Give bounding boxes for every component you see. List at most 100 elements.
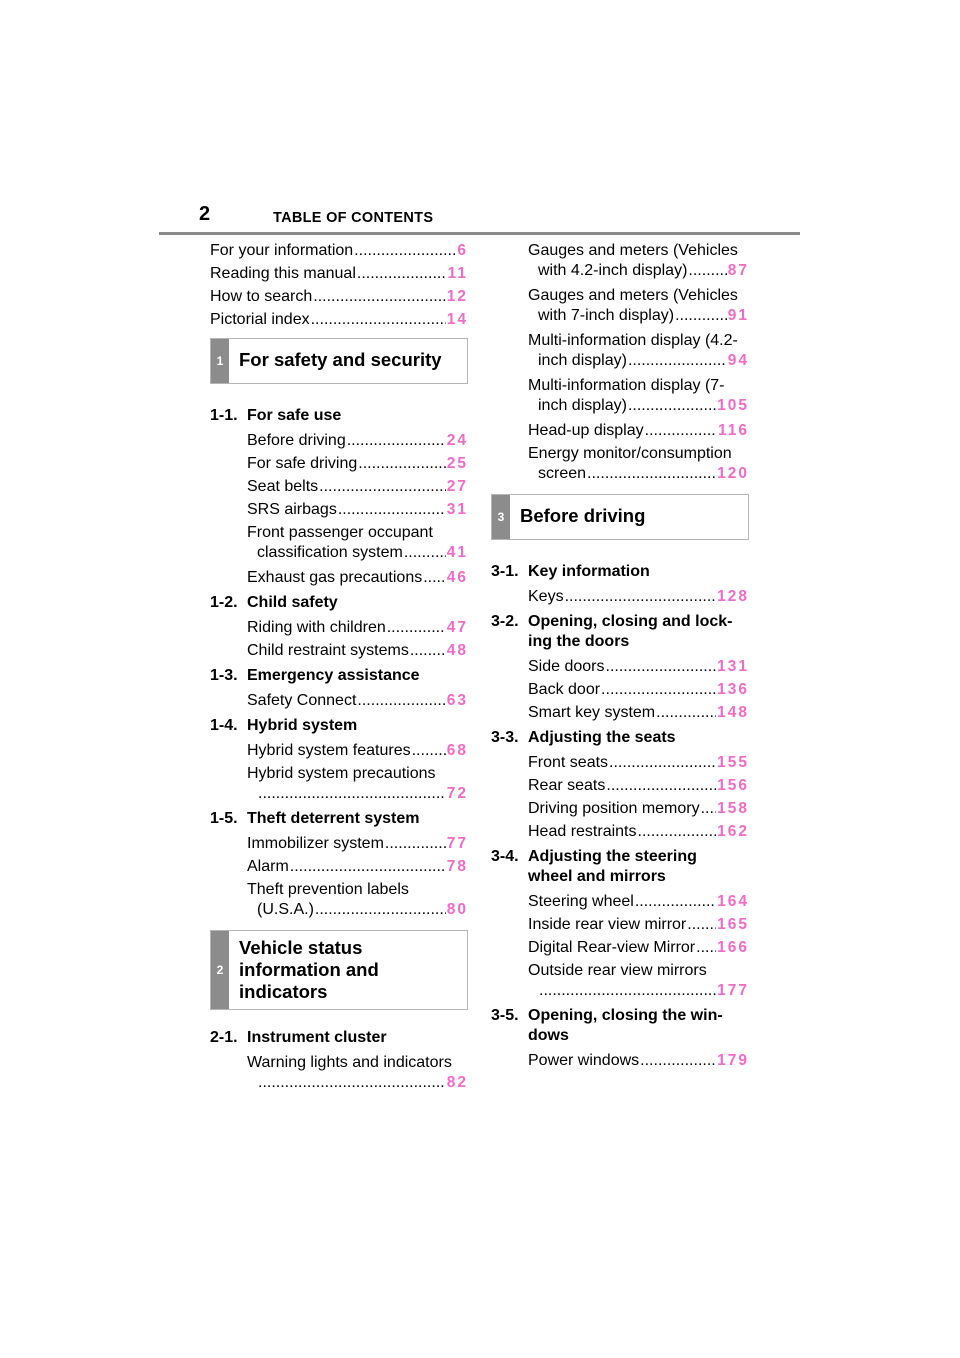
toc-entry[interactable]: Driving position memory158 xyxy=(528,799,749,819)
page-link[interactable]: 46 xyxy=(446,569,468,586)
toc-entry[interactable]: Immobilizer system77 xyxy=(247,834,468,854)
toc-entry[interactable]: Reading this manual11 xyxy=(210,264,468,284)
page-link[interactable]: 164 xyxy=(717,893,749,910)
page-link[interactable]: 80 xyxy=(446,901,468,918)
toc-entry[interactable]: Gauges and meters (Vehicles with 7-inch … xyxy=(491,286,749,326)
chapter-title: For safety and security xyxy=(239,349,442,370)
chapter-title: Before driving xyxy=(520,505,646,526)
page-link[interactable]: 158 xyxy=(717,800,749,817)
toc-entry[interactable]: How to search12 xyxy=(210,287,468,307)
page-link[interactable]: 128 xyxy=(717,588,749,605)
toc-entry[interactable]: Steering wheel164 xyxy=(528,892,749,912)
section-heading[interactable]: 1-2.Child safety xyxy=(210,594,338,611)
page-link[interactable]: 14 xyxy=(446,311,468,328)
section-heading[interactable]: 1-4.Hybrid system xyxy=(210,717,358,734)
page-number: 2 xyxy=(199,203,211,225)
toc-entry[interactable]: Energy monitor/consumption screen120 xyxy=(491,444,749,484)
page-link[interactable]: 94 xyxy=(727,352,749,369)
toc-entry[interactable]: Multi-information display (4.2- inch dis… xyxy=(491,331,749,371)
header-rule xyxy=(159,232,800,235)
toc-entry[interactable]: Hybrid system features68 xyxy=(247,741,468,761)
section-heading[interactable]: 3-2.Opening, closing and lock-ing the do… xyxy=(491,613,733,650)
toc-entry[interactable]: For safe driving25 xyxy=(247,454,468,474)
toc-entry[interactable]: Rear seats156 xyxy=(528,776,749,796)
page-link[interactable]: 48 xyxy=(446,642,468,659)
toc-left-column: For your information6 Reading this manua… xyxy=(210,241,468,1098)
toc-entry[interactable]: SRS airbags31 xyxy=(247,500,468,520)
page-link[interactable]: 12 xyxy=(446,288,468,305)
section-heading[interactable]: 1-1.For safe use xyxy=(210,407,342,424)
page-link[interactable]: 78 xyxy=(446,858,468,875)
toc-entry[interactable]: Digital Rear-view Mirror166 xyxy=(528,938,749,958)
section-heading[interactable]: 1-3.Emergency assistance xyxy=(210,667,420,684)
toc-entry[interactable]: Head-up display116 xyxy=(528,421,749,441)
toc-entry[interactable]: Inside rear view mirror165 xyxy=(528,915,749,935)
toc-entry[interactable]: Pictorial index14 xyxy=(210,310,468,330)
page-link[interactable]: 148 xyxy=(717,704,749,721)
page-link[interactable]: 77 xyxy=(446,835,468,852)
section-heading[interactable]: 3-1.Key information xyxy=(491,563,650,580)
toc-right-column: Gauges and meters (Vehicles with 4.2-inc… xyxy=(491,241,749,1074)
page-link[interactable]: 120 xyxy=(717,465,749,482)
chapter-number-tab: 3 xyxy=(492,495,510,539)
page-link[interactable]: 162 xyxy=(717,823,749,840)
page-link[interactable]: 31 xyxy=(446,501,468,518)
toc-entry[interactable]: Alarm78 xyxy=(247,857,468,877)
page-link[interactable]: 82 xyxy=(446,1074,468,1091)
chapter-title: Vehicle status information and indicator… xyxy=(239,937,379,1002)
toc-entry[interactable]: Outside rear view mirrors 177 xyxy=(491,961,749,1001)
chapter-2-box[interactable]: 2 Vehicle status information and indicat… xyxy=(210,930,468,1010)
page-link[interactable]: 63 xyxy=(446,692,468,709)
page-link[interactable]: 68 xyxy=(446,742,468,759)
page-link[interactable]: 72 xyxy=(446,785,468,802)
page-link[interactable]: 11 xyxy=(447,265,468,282)
section-heading[interactable]: 1-5.Theft deterrent system xyxy=(210,810,420,827)
toc-entry[interactable]: Power windows179 xyxy=(528,1051,749,1071)
page-link[interactable]: 47 xyxy=(446,619,468,636)
section-heading[interactable]: 3-5.Opening, closing the win-dows xyxy=(491,1007,723,1044)
toc-entry[interactable]: Smart key system148 xyxy=(528,703,749,723)
page-link[interactable]: 116 xyxy=(717,422,749,439)
section-heading[interactable]: 3-3.Adjusting the seats xyxy=(491,729,676,746)
page-link[interactable]: 91 xyxy=(727,307,749,324)
page-link[interactable]: 131 xyxy=(717,658,749,675)
toc-entry[interactable]: Back door136 xyxy=(528,680,749,700)
toc-entry[interactable]: Before driving24 xyxy=(247,431,468,451)
toc-entry[interactable]: Safety Connect63 xyxy=(247,691,468,711)
page-link[interactable]: 179 xyxy=(717,1052,749,1069)
toc-entry[interactable]: Theft prevention labels (U.S.A.)80 xyxy=(210,880,468,920)
toc-entry[interactable]: Multi-information display (7- inch displ… xyxy=(491,376,749,416)
page-link[interactable]: 166 xyxy=(717,939,749,956)
page-link[interactable]: 87 xyxy=(727,262,749,279)
toc-entry[interactable]: Hybrid system precautions 72 xyxy=(210,764,468,804)
toc-entry[interactable]: Child restraint systems48 xyxy=(247,641,468,661)
page-link[interactable]: 136 xyxy=(717,681,749,698)
toc-entry[interactable]: Front passenger occupant classification … xyxy=(210,523,468,563)
page-link[interactable]: 177 xyxy=(717,982,749,999)
toc-entry[interactable]: Side doors131 xyxy=(528,657,749,677)
page-link[interactable]: 25 xyxy=(446,455,468,472)
page-link[interactable]: 105 xyxy=(717,397,749,414)
page-link[interactable]: 165 xyxy=(717,916,749,933)
page-link[interactable]: 41 xyxy=(446,544,468,561)
toc-entry[interactable]: Riding with children47 xyxy=(247,618,468,638)
toc-entry[interactable]: For your information6 xyxy=(210,241,468,261)
header-title: TABLE OF CONTENTS xyxy=(273,210,434,226)
toc-entry[interactable]: Gauges and meters (Vehicles with 4.2-inc… xyxy=(491,241,749,281)
section-heading[interactable]: 2-1.Instrument cluster xyxy=(210,1029,387,1046)
page-link[interactable]: 27 xyxy=(446,478,468,495)
toc-entry[interactable]: Front seats155 xyxy=(528,753,749,773)
toc-entry[interactable]: Warning lights and indicators 82 xyxy=(210,1053,468,1093)
chapter-number-tab: 2 xyxy=(211,931,229,1009)
toc-entry[interactable]: Head restraints162 xyxy=(528,822,749,842)
chapter-3-box[interactable]: 3 Before driving xyxy=(491,494,749,540)
toc-entry[interactable]: Exhaust gas precautions46 xyxy=(247,568,468,588)
page-link[interactable]: 6 xyxy=(457,242,468,259)
page-link[interactable]: 156 xyxy=(717,777,749,794)
toc-entry[interactable]: Seat belts27 xyxy=(247,477,468,497)
page-link[interactable]: 24 xyxy=(446,432,468,449)
page-link[interactable]: 155 xyxy=(717,754,749,771)
toc-entry[interactable]: Keys128 xyxy=(528,587,749,607)
chapter-1-box[interactable]: 1 For safety and security xyxy=(210,338,468,384)
